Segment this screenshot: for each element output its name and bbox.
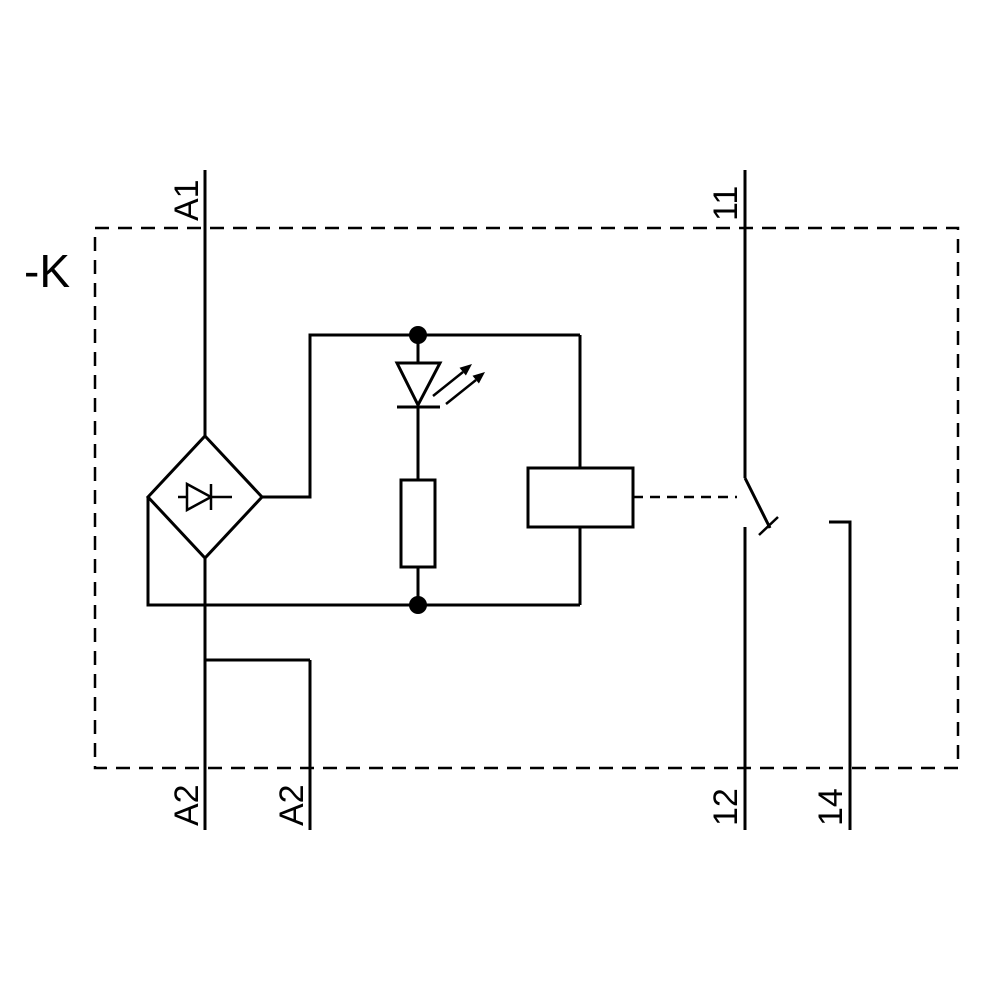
- terminal-12-label: 12: [707, 788, 745, 826]
- led-light-arrowhead-2: [472, 372, 485, 384]
- bridge-rectifier-symbol: [145, 433, 265, 561]
- led-symbol: [394, 361, 485, 409]
- bridge-diode-triangle: [185, 481, 214, 513]
- contact-tick: [758, 516, 779, 536]
- terminal-14-wire: [829, 520, 852, 830]
- terminal-a2b-label: A2: [273, 784, 311, 826]
- led-light-arrow-1: [432, 371, 464, 397]
- junction-dot-top: [409, 326, 427, 344]
- terminal-11-label: 11: [707, 186, 745, 221]
- contact-arm: [743, 477, 772, 529]
- led-light-arrowhead-1: [459, 364, 472, 376]
- led-light-arrow-2: [445, 379, 477, 405]
- junction-dot-bottom: [409, 596, 427, 614]
- rectifier-positive-rail-wire: [262, 333, 580, 499]
- terminal-a1-label: A1: [168, 179, 206, 221]
- changeover-contact-symbol: [743, 477, 779, 536]
- terminal-14-label: 14: [812, 788, 850, 826]
- rectifier-negative-rail-wire: [146, 497, 580, 607]
- relay-coil-symbol: [526, 466, 635, 529]
- led-triangle: [394, 361, 443, 409]
- designator-label: -K: [24, 245, 70, 297]
- terminal-a2-label: A2: [168, 784, 206, 826]
- resistor-symbol: [399, 478, 437, 569]
- module-boundary: [93, 226, 960, 770]
